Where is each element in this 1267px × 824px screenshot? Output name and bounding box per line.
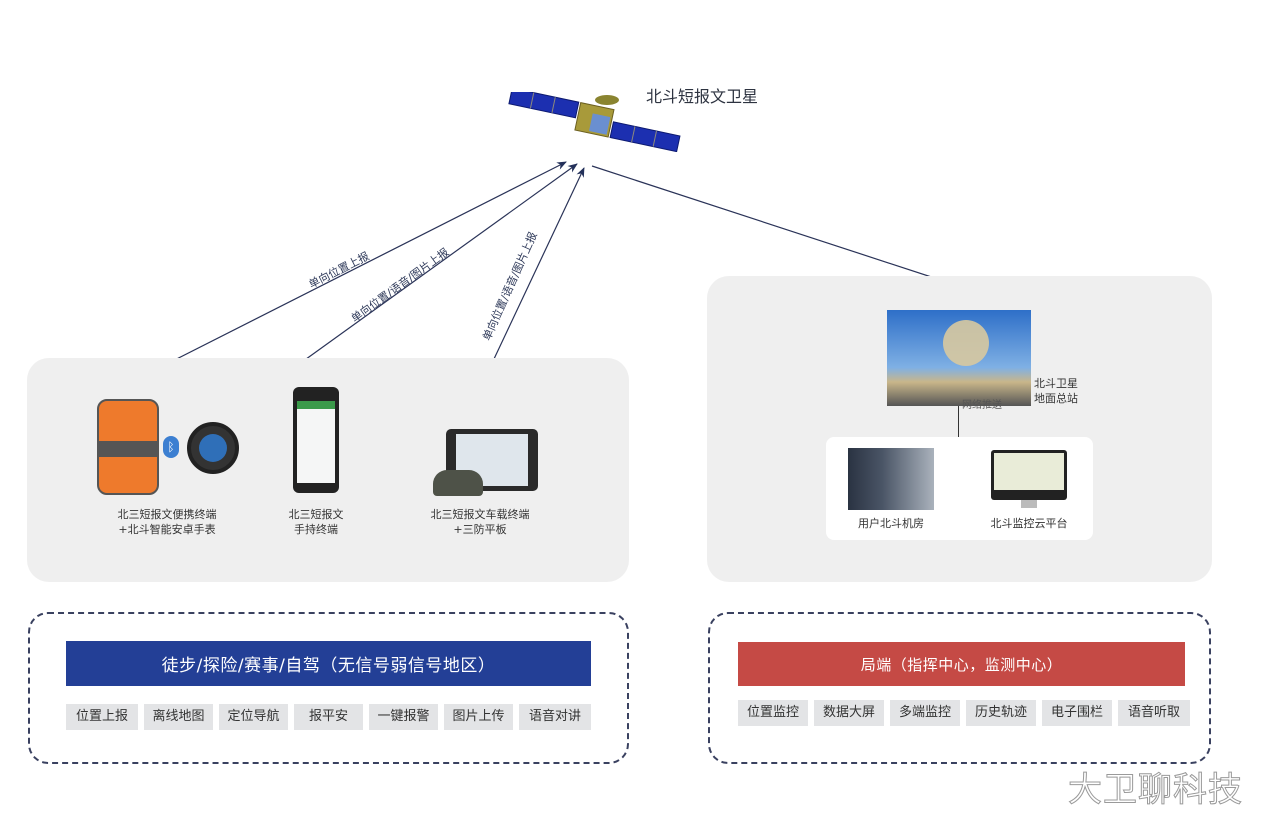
portable-terminal-image	[97, 399, 159, 495]
smartwatch-image	[187, 422, 239, 474]
downlink-arrow-ground-station	[591, 165, 963, 289]
tag-multi-terminal-monitor[interactable]: 多端监控	[890, 700, 960, 726]
server-room-caption: 用户北斗机房	[858, 517, 924, 530]
handheld-terminal-image	[293, 387, 339, 493]
tag-navigation[interactable]: 定位导航	[219, 704, 288, 730]
caption-line: 北三短报文	[288, 508, 344, 521]
connector-line	[958, 406, 959, 438]
tag-image-upload[interactable]: 图片上传	[444, 704, 513, 730]
satellite-title: 北斗短报文卫星	[646, 87, 759, 106]
tag-voice-listen[interactable]: 语音听取	[1118, 700, 1190, 726]
caption-line: 手持终端	[294, 523, 338, 536]
bluetooth-icon: ᛒ	[163, 436, 179, 458]
uplink-arrow-portable	[142, 161, 567, 377]
handheld-terminal-caption: 北三短报文 手持终端	[262, 507, 370, 537]
caption-line: 北三短报文车载终端	[430, 508, 530, 521]
command-center-banner: 局端（指挥中心，监测中心）	[738, 642, 1185, 686]
satellite-icon	[505, 87, 685, 153]
monitor-platform-image	[991, 450, 1067, 508]
command-feature-tags: 位置监控 数据大屏 多端监控 历史轨迹 电子围栏 语音听取	[738, 700, 1190, 726]
push-label: 网络推送	[962, 400, 1002, 411]
tag-position-monitor[interactable]: 位置监控	[738, 700, 808, 726]
field-scenario-banner: 徒步/探险/赛事/自驾（无信号弱信号地区）	[66, 641, 591, 686]
tag-safety-check[interactable]: 报平安	[294, 704, 363, 730]
caption-line: +北斗智能安卓手表	[118, 523, 216, 536]
portable-terminal-caption: 北三短报文便携终端 +北斗智能安卓手表	[100, 507, 234, 537]
tag-geofence[interactable]: 电子围栏	[1042, 700, 1112, 726]
tag-history-track[interactable]: 历史轨迹	[966, 700, 1036, 726]
server-room-image	[848, 448, 934, 510]
monitor-platform-caption: 北斗监控云平台	[990, 517, 1068, 530]
tag-data-dashboard[interactable]: 数据大屏	[814, 700, 884, 726]
vehicle-terminal-image	[433, 470, 483, 496]
ground-station-label: 北斗卫星 地面总站	[1034, 376, 1078, 406]
tag-voice-intercom[interactable]: 语音对讲	[519, 704, 591, 730]
watermark: 大卫聊科技	[1068, 770, 1243, 811]
uplink-arrow-vehicle	[476, 167, 585, 396]
ground-station-image	[887, 310, 1031, 406]
field-scenario-box	[28, 612, 629, 764]
vehicle-terminal-caption: 北三短报文车载终端 +三防平板	[420, 507, 540, 537]
tag-position-report[interactable]: 位置上报	[66, 704, 138, 730]
field-feature-tags: 位置上报 离线地图 定位导航 报平安 一键报警 图片上传 语音对讲	[66, 704, 591, 730]
command-center-box	[708, 612, 1211, 764]
caption-line: +三防平板	[453, 523, 507, 536]
tag-sos-alarm[interactable]: 一键报警	[369, 704, 438, 730]
uplink-arrow-handheld	[301, 163, 578, 363]
caption-line: 北斗卫星	[1034, 377, 1078, 390]
caption-line: 北三短报文便携终端	[117, 508, 217, 521]
tag-offline-map[interactable]: 离线地图	[144, 704, 213, 730]
caption-line: 地面总站	[1034, 392, 1078, 405]
